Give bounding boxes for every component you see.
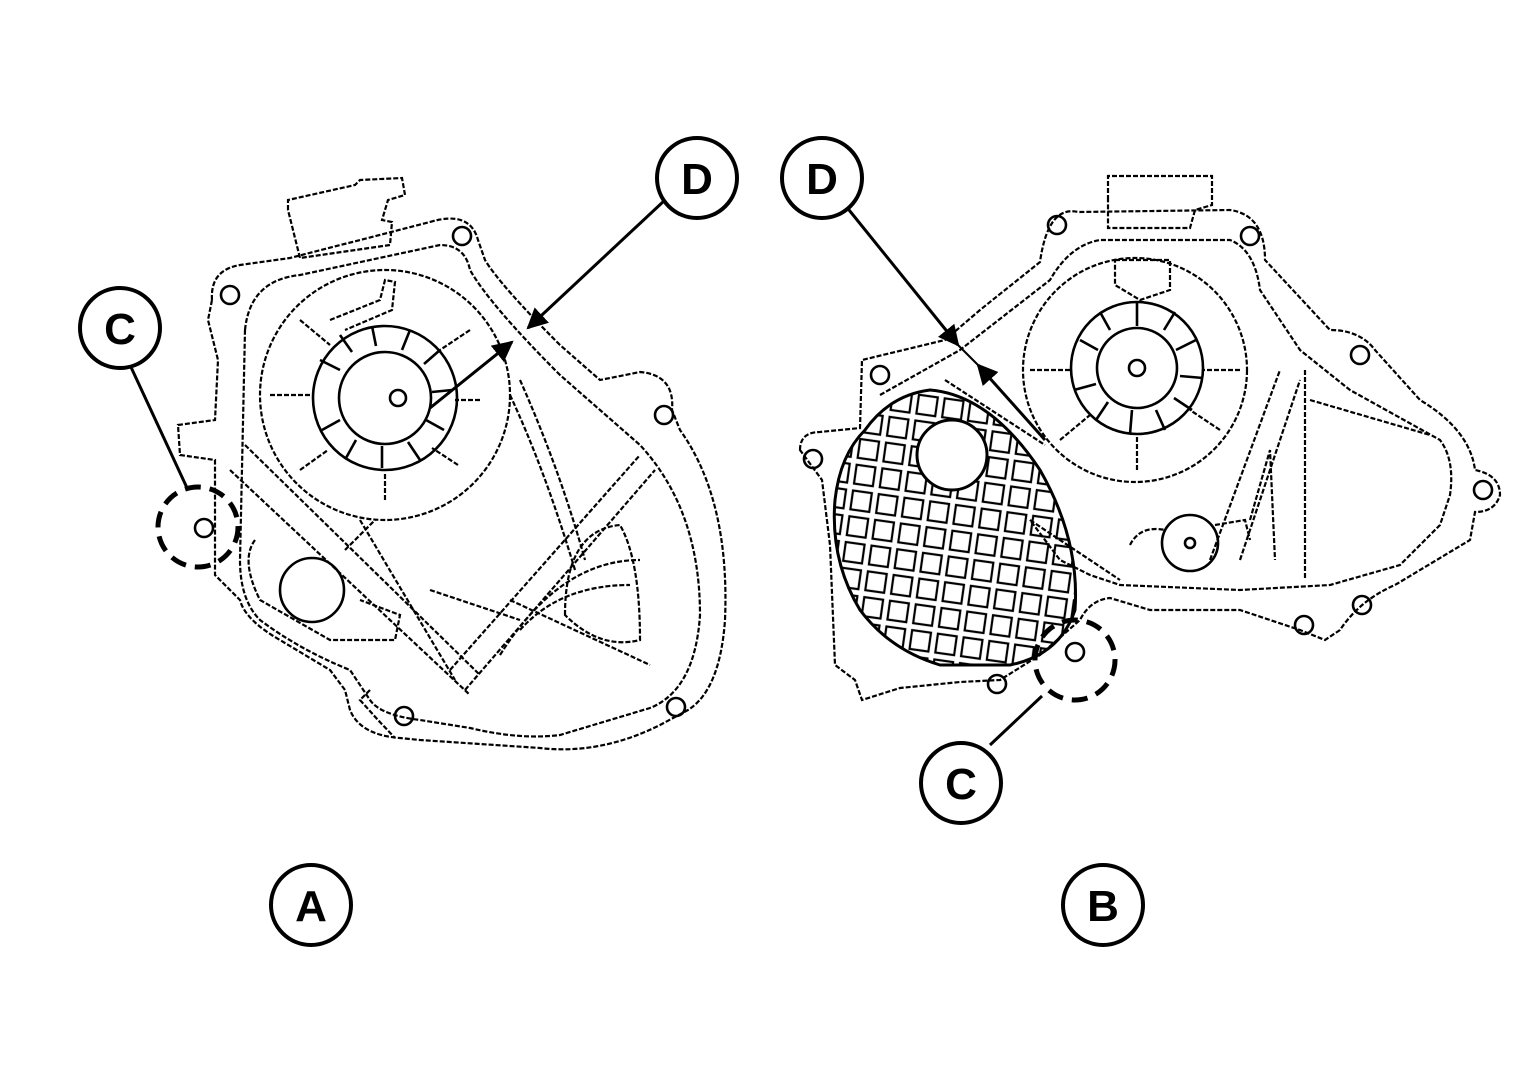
housing-a-bowl <box>563 523 642 644</box>
housing-b-impeller-blades <box>1073 302 1204 435</box>
housing-b-lower-pulley <box>1160 513 1220 573</box>
dimension-d-left-arrow <box>429 340 514 410</box>
callout-c-left-highlight <box>155 484 241 570</box>
dimension-d-right-arrow <box>976 363 1047 441</box>
housing-a <box>176 176 727 751</box>
housing-b-pulley <box>915 418 989 492</box>
housing-b-inner-outline <box>879 238 1453 592</box>
housing-b-lower-pulley-center <box>1183 536 1197 550</box>
housing-a-inner-outline <box>238 243 702 738</box>
callout-d-right: D <box>780 136 864 220</box>
callout-d-left: D <box>655 136 739 220</box>
housing-b-impeller-inner <box>1095 326 1179 410</box>
housing-b <box>798 174 1502 702</box>
callout-d-right-leader <box>843 204 960 347</box>
housing-a-lug-lower <box>358 689 396 739</box>
housing-a-outer-outline <box>176 217 727 751</box>
housing-a-impeller-outer <box>311 324 459 472</box>
callout-c-right-label: C <box>945 760 977 809</box>
housing-a-impeller-blades <box>319 325 453 468</box>
view-a-marker: A <box>269 863 353 947</box>
housing-b-ribs <box>944 369 1431 581</box>
view-a-label: A <box>295 882 327 931</box>
housing-a-bowl-inner <box>519 583 631 631</box>
housing-a-top-tab <box>286 176 407 260</box>
housing-a-bolt-holes <box>193 225 687 727</box>
housing-a-ribs <box>229 379 656 696</box>
callout-c-right: C <box>919 741 1003 825</box>
housing-b-lower-boss <box>1129 518 1252 546</box>
housing-a-shaft <box>388 388 408 408</box>
dimension-d-right-line <box>957 344 979 366</box>
housing-a-pulley-boss <box>247 539 402 642</box>
callout-c-right-highlight <box>1032 617 1118 703</box>
housing-a-pulley <box>278 556 346 624</box>
housing-b-top-tab <box>1106 174 1214 230</box>
housing-b-pump-disc <box>1021 256 1249 484</box>
callout-d-left-label: D <box>681 155 713 204</box>
housing-b-shaft <box>1127 358 1147 378</box>
housing-b-mesh-screen <box>832 388 1078 667</box>
callout-c-right-leader <box>988 694 1044 747</box>
housing-a-impeller-inner <box>337 350 433 446</box>
callout-c-left: C <box>78 286 162 370</box>
callout-d-left-leader <box>526 198 667 330</box>
housing-b-bolt-holes <box>802 214 1494 695</box>
housing-a-spokes <box>270 278 480 500</box>
view-b-label: B <box>1087 882 1119 931</box>
callout-c-left-leader <box>128 364 190 491</box>
housing-b-spokes <box>1030 258 1240 470</box>
callout-c-left-label: C <box>104 305 136 354</box>
callout-d-right-label: D <box>806 155 838 204</box>
housing-b-outer-outline <box>798 208 1502 702</box>
view-b-marker: B <box>1061 863 1145 947</box>
